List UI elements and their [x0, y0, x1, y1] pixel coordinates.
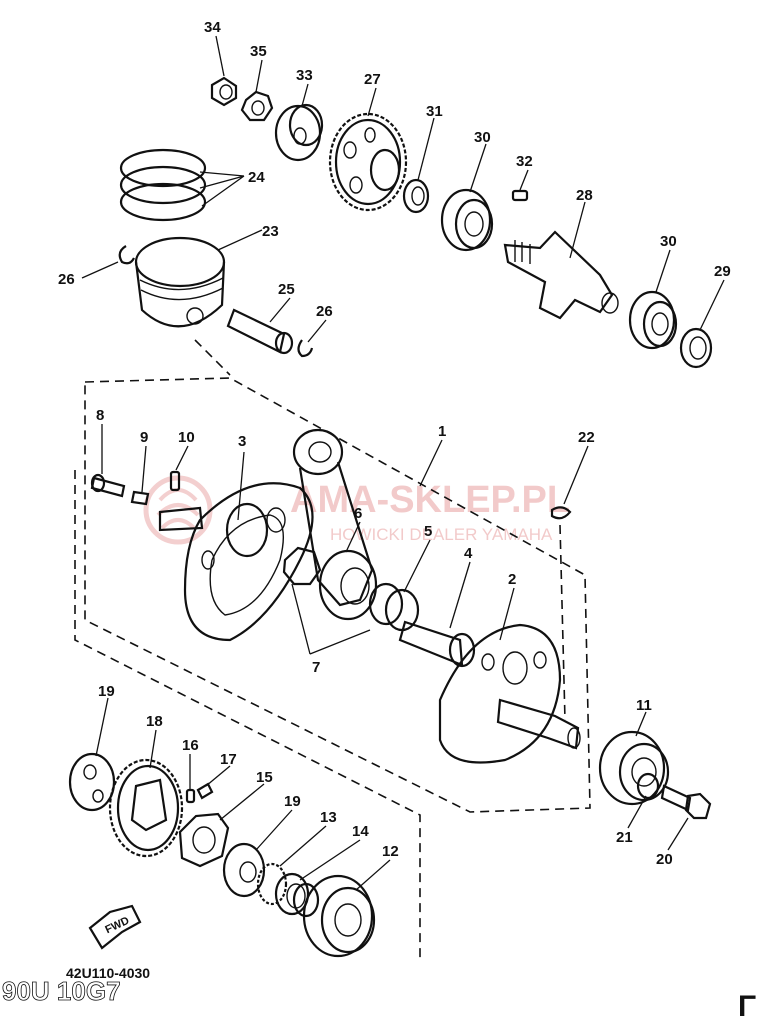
part-label-21: 21 [616, 829, 633, 846]
part-label-26-right: 26 [316, 303, 333, 320]
part-label-13: 13 [320, 809, 337, 826]
leader-lines [81, 35, 725, 891]
crank-wheel-3 [158, 482, 314, 642]
fwd-label: FWD [103, 915, 131, 936]
lock-washer-35 [240, 90, 274, 122]
crank-pin-4 [398, 620, 476, 668]
part-labels: 34 35 33 27 31 30 32 28 30 29 24 23 26 2… [58, 19, 731, 868]
part-label-10: 10 [178, 429, 195, 446]
thrust-washer-7a [282, 546, 322, 586]
part-label-2: 2 [508, 571, 516, 588]
part-label-9: 9 [140, 429, 148, 446]
plate-19-right [222, 842, 266, 898]
sprocket-18 [108, 758, 184, 858]
part-label-16: 16 [182, 737, 199, 754]
part-label-7: 7 [312, 659, 320, 676]
oil-seal-29 [679, 327, 713, 369]
watermark: AMA-SKLEP.PL HOWICKI DEALER YAMAHA [143, 475, 570, 545]
key-22 [550, 506, 572, 520]
plate-19-left [68, 752, 116, 812]
circlip-26-right [297, 339, 314, 358]
bearing-30-upper [440, 188, 494, 252]
circlip-26-left [118, 245, 135, 265]
key-32 [511, 189, 529, 202]
lower-bracket [74, 470, 421, 960]
connecting-rod-6 [292, 428, 378, 621]
part-label-30-upper: 30 [474, 129, 491, 146]
part-label-33: 33 [296, 67, 313, 84]
part-label-12: 12 [382, 843, 399, 860]
gear-13 [256, 862, 288, 906]
spring-9 [130, 490, 150, 506]
piston-link-line [194, 339, 231, 376]
part-label-31: 31 [426, 103, 443, 120]
bearing-12 [302, 874, 376, 958]
part-label-26-left: 26 [58, 271, 75, 288]
forward-arrow-icon: FWD [88, 904, 142, 950]
balancer-shaft-28 [503, 230, 619, 320]
piston-rings-24 [119, 148, 207, 222]
keyway-line-22 [559, 524, 566, 721]
part-label-17: 17 [220, 751, 237, 768]
watermark-sub: HOWICKI DEALER YAMAHA [330, 525, 553, 544]
spring-17 [196, 782, 214, 800]
crank-wheel-2 [438, 623, 581, 764]
part-label-28: 28 [576, 187, 593, 204]
part-label-30-lower: 30 [660, 233, 677, 250]
part-label-15: 15 [256, 769, 273, 786]
part-label-18: 18 [146, 713, 163, 730]
part-label-29: 29 [714, 263, 731, 280]
part-label-3: 3 [238, 433, 246, 450]
part-label-6: 6 [354, 505, 362, 522]
part-label-8: 8 [96, 407, 104, 424]
part-label-20: 20 [656, 851, 673, 868]
crank-assembly-boundary [84, 377, 591, 813]
part-label-14: 14 [352, 823, 369, 840]
piston-pin-25 [226, 308, 294, 355]
corner-mark: Γ [738, 990, 756, 1018]
primary-gear-27 [328, 112, 408, 212]
part-label-24: 24 [248, 169, 265, 186]
pin-10 [169, 470, 181, 492]
bearing-30-lower [628, 290, 678, 350]
part-label-35: 35 [250, 43, 267, 60]
part-label-5: 5 [424, 523, 432, 540]
part-label-4: 4 [464, 545, 473, 562]
part-label-34: 34 [204, 19, 221, 36]
piston-23 [134, 236, 226, 328]
washer-14 [274, 872, 320, 918]
bolt-20 [660, 784, 712, 820]
part-label-11: 11 [636, 697, 652, 714]
part-label-32: 32 [516, 153, 533, 170]
part-label-1: 1 [438, 423, 446, 440]
part-label-23: 23 [262, 223, 279, 240]
bearing-11 [598, 730, 670, 806]
hub-15 [178, 812, 230, 868]
nut-34 [210, 76, 238, 107]
watermark-main: AMA-SKLEP.PL [290, 479, 570, 521]
page-code: 90U 10G7 [2, 976, 121, 1006]
part-label-25: 25 [278, 281, 295, 298]
bolt-8 [90, 473, 126, 498]
part-label-19-right: 19 [284, 793, 301, 810]
cone-washer-33 [274, 103, 324, 162]
part-label-22: 22 [578, 429, 595, 446]
part-label-19-left: 19 [98, 683, 115, 700]
part-label-27: 27 [364, 71, 381, 88]
washer-31 [402, 178, 430, 214]
diagram-code: 42U110-4030 [66, 965, 150, 981]
pin-16 [185, 788, 196, 804]
washer-21 [636, 772, 660, 800]
